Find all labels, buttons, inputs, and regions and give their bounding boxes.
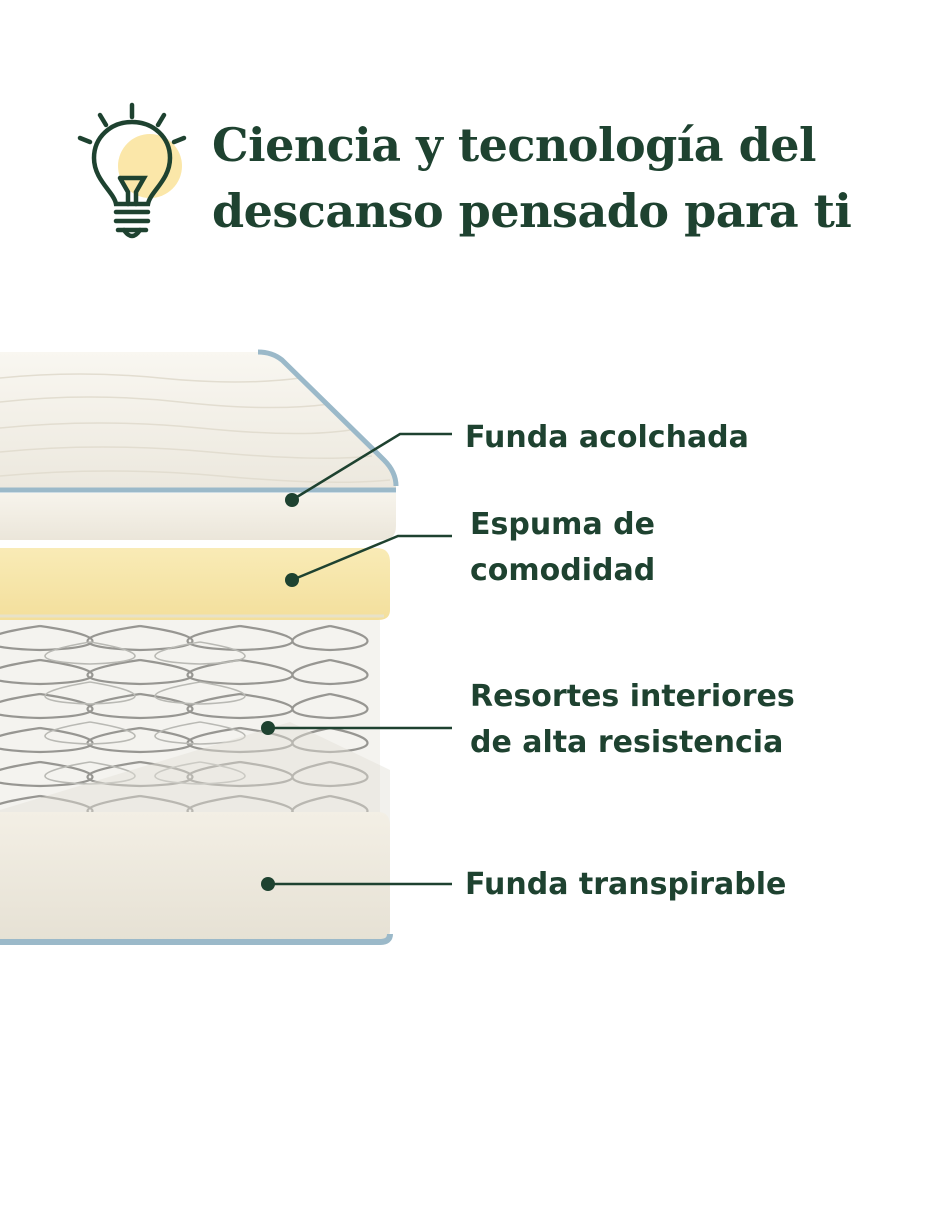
label-espuma-comodidad: Espuma de comodidad — [470, 502, 655, 594]
label-funda-transpirable: Funda transpirable — [465, 862, 786, 908]
espuma-comodidad-layer — [0, 548, 390, 620]
label-line: Funda acolchada — [465, 420, 749, 455]
page-title: Ciencia y tecnología del descanso pensad… — [212, 112, 912, 244]
leader-funda-acolchada — [285, 432, 452, 507]
label-line: de alta resistencia — [470, 725, 784, 760]
title-line-1: Ciencia y tecnología del — [212, 118, 817, 172]
leader-funda-transpirable — [261, 877, 452, 891]
mattress-illustration — [0, 349, 452, 945]
label-line: Espuma de — [470, 507, 655, 542]
resortes-layer — [0, 620, 390, 826]
title-line-2: descanso pensado para ti — [212, 184, 852, 238]
leader-espuma-comodidad — [285, 534, 452, 587]
label-line: comodidad — [470, 553, 656, 588]
label-funda-acolchada: Funda acolchada — [465, 415, 749, 461]
funda-transpirable-layer — [0, 812, 393, 945]
label-line: Resortes interiores — [470, 679, 795, 714]
leader-resortes — [261, 721, 452, 735]
label-line: Funda transpirable — [465, 867, 787, 902]
header: Ciencia y tecnología del descanso pensad… — [0, 0, 940, 280]
lightbulb-icon — [77, 102, 187, 239]
label-resortes: Resortes interiores de alta resistencia — [470, 674, 795, 766]
funda-acolchada-layer — [0, 349, 399, 540]
